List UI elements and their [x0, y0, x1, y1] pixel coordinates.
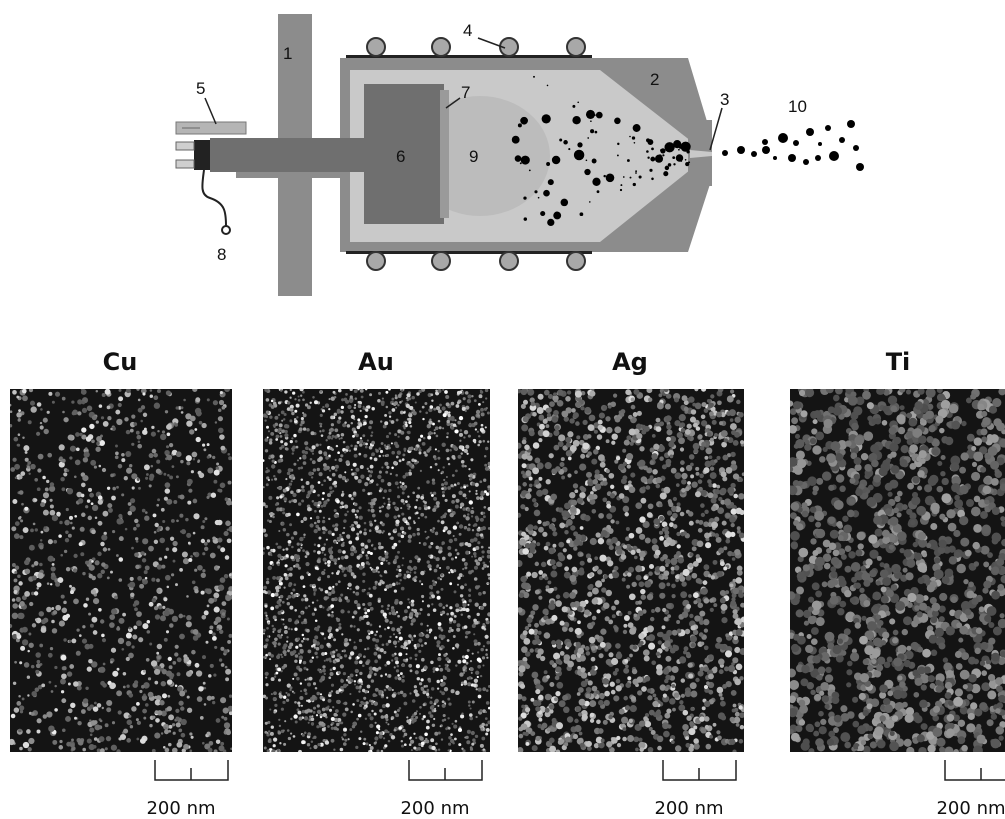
- sem-image-ag: [518, 389, 744, 752]
- scale-label-ag: 200 nm: [629, 798, 749, 819]
- panel-title-cu: Cu: [40, 348, 200, 376]
- cluster-beam: [722, 120, 864, 171]
- scale-bar-au: [408, 760, 484, 782]
- panel-title-au: Au: [296, 348, 456, 376]
- scale-bar-cu: [154, 760, 230, 782]
- label-5: 5: [196, 79, 205, 98]
- label-10: 10: [788, 97, 807, 116]
- label-6: 6: [396, 147, 405, 166]
- label-1: 1: [283, 44, 292, 63]
- label-9: 9: [469, 147, 478, 166]
- scale-label-cu: 200 nm: [121, 798, 241, 819]
- scale-label-au: 200 nm: [375, 798, 495, 819]
- scale-bar-ag: [662, 760, 738, 782]
- feedthrough: [194, 140, 210, 170]
- sputter-target: [440, 90, 449, 218]
- scale-label-ti: 200 nm: [911, 798, 1005, 819]
- sem-image-cu: [10, 389, 232, 752]
- power-cable: [202, 170, 226, 226]
- water-ports: [176, 142, 194, 168]
- label-8: 8: [217, 245, 226, 264]
- label-3: 3: [720, 90, 729, 109]
- sem-image-au: [263, 389, 490, 752]
- panel-title-ti: Ti: [818, 348, 978, 376]
- cooling-line-bottom: [346, 251, 592, 254]
- magnetron-shaft: [210, 138, 370, 172]
- cluster-source-diagram: 1 2 3 4 5 6 7 8 9 10: [0, 0, 1005, 300]
- cooling-line-top: [346, 55, 592, 58]
- cable-plug: [222, 226, 230, 234]
- sem-image-ti: [790, 389, 1005, 752]
- label-2: 2: [650, 70, 659, 89]
- panel-title-ag: Ag: [550, 348, 710, 376]
- label-7: 7: [461, 83, 470, 102]
- label-4: 4: [463, 21, 472, 40]
- scale-bar-ti: [944, 760, 1005, 782]
